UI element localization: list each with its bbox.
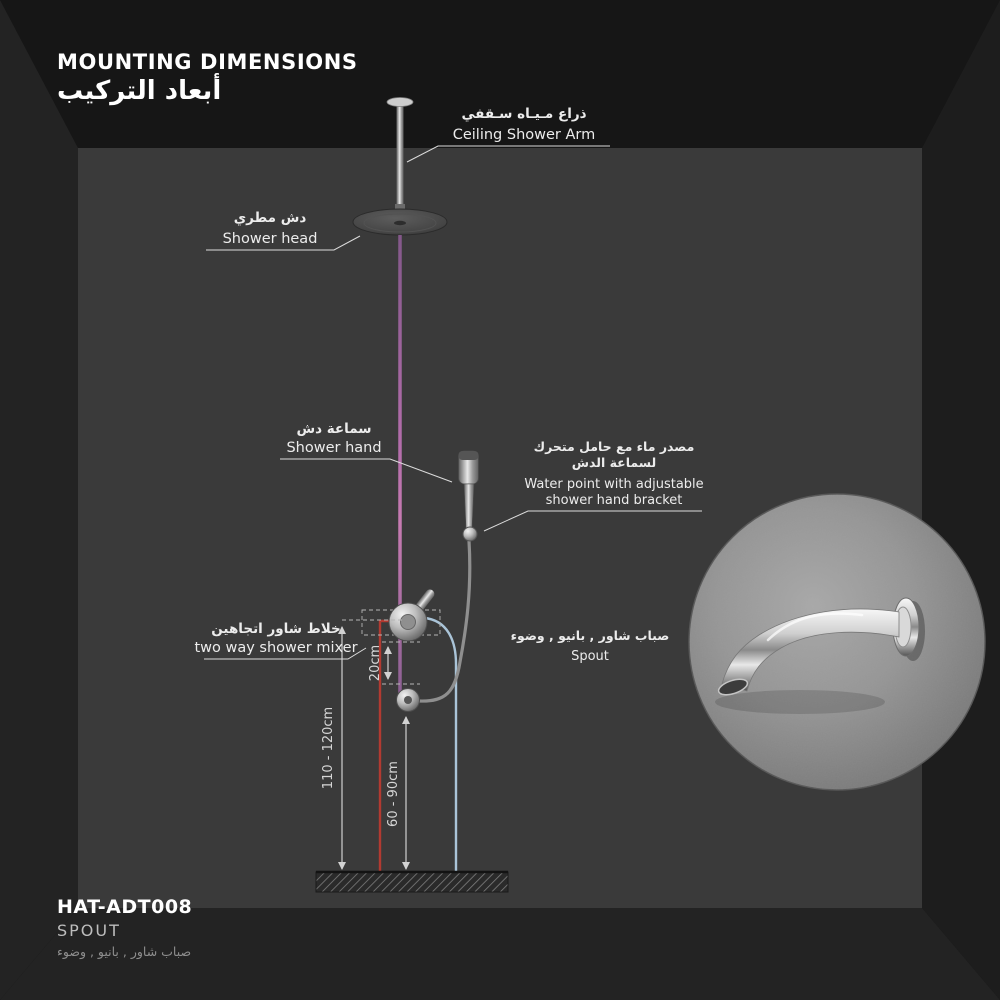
- model-code: HAT-ADT008: [57, 896, 193, 918]
- label-ceiling-shower-arm: ذراع مـيـاه سـقفي Ceiling Shower Arm: [406, 106, 610, 163]
- label-english-line2: shower hand bracket: [546, 493, 683, 508]
- dimension-spout-height-value: 60 - 90cm: [386, 761, 401, 827]
- label-mixer: خلاط شاور اتجاهين two way shower mixer: [194, 621, 367, 660]
- label-arabic: خلاط شاور اتجاهين: [211, 621, 340, 637]
- leader-line: [204, 647, 367, 660]
- dimension-extension-line: [382, 641, 420, 685]
- dimension-mixer-height: 110 - 120cm: [321, 619, 404, 870]
- leader-line: [280, 458, 453, 483]
- ceiling-shower-arm: [386, 97, 414, 209]
- footer: HAT-ADT008 SPOUT صباب شاور , بانيو , وضو…: [57, 896, 192, 959]
- spout-tube: [721, 608, 900, 692]
- label-shower-hand: سماعة دش Shower hand: [280, 421, 453, 483]
- shower-head: [352, 204, 448, 236]
- product-name: SPOUT: [57, 921, 121, 940]
- spout-illustration: [715, 597, 925, 714]
- leader-line: [206, 235, 361, 251]
- spout-highlight: [766, 612, 864, 642]
- dimension-mixer-height-value: 110 - 120cm: [321, 707, 336, 789]
- header: MOUNTING DIMENSIONS أبعاد التركيب: [57, 50, 358, 106]
- product-name-arabic: صباب شاور , بانيو , وضوء: [57, 944, 192, 959]
- hand-shower: [458, 450, 479, 542]
- detail-circle-texture: [689, 494, 985, 790]
- page-title-arabic: أبعاد التركيب: [57, 76, 222, 106]
- hand-shower-cap: [458, 451, 479, 460]
- label-spout: صباب شاور , بانيو , وضوء Spout: [511, 628, 670, 664]
- dimension-spout-height: 60 - 90cm: [386, 716, 410, 870]
- label-water-point: مصدر ماء مع حامل متحرك لسماعة الدش Water…: [483, 439, 704, 532]
- label-arabic: دش مطري: [234, 210, 307, 226]
- label-arabic-line1: مصدر ماء مع حامل متحرك: [534, 439, 695, 454]
- ceiling-flange: [386, 97, 414, 107]
- spout-detail: [688, 493, 986, 791]
- shower-head-hub: [394, 220, 406, 226]
- spout-shadow: [715, 690, 885, 714]
- label-english: Shower head: [223, 231, 318, 247]
- page-title: MOUNTING DIMENSIONS: [57, 50, 358, 74]
- ceiling-arm-pipe: [396, 103, 404, 209]
- dimension-mixer-to-spout: 20cm: [368, 641, 420, 685]
- label-english: Spout: [571, 649, 609, 664]
- spout-outlet: [717, 678, 749, 696]
- label-arabic: ذراع مـيـاه سـقفي: [461, 106, 586, 122]
- water-point-cap: [404, 696, 412, 704]
- label-english: two way shower mixer: [194, 640, 357, 656]
- water-point-valve: [396, 688, 420, 712]
- label-shower-head: دش مطري Shower head: [206, 210, 361, 251]
- shower-hose: [418, 540, 472, 703]
- label-english: Ceiling Shower Arm: [453, 127, 596, 143]
- label-arabic: صباب شاور , بانيو , وضوء: [511, 628, 670, 643]
- label-english: Shower hand: [286, 440, 381, 456]
- floor-hatch: [315, 871, 509, 893]
- cold-water-line: [423, 616, 458, 872]
- label-english-line1: Water point with adjustable: [524, 477, 703, 492]
- hand-shower-bracket: [462, 526, 478, 542]
- shower-head-spray-ring: [363, 213, 437, 233]
- dimension-mixer-to-spout-value: 20cm: [368, 645, 383, 681]
- floor: [315, 870, 509, 893]
- leader-line: [483, 510, 702, 532]
- label-arabic-line2: لسماعة الدش: [572, 455, 656, 470]
- leader-line: [406, 145, 610, 163]
- label-arabic: سماعة دش: [296, 421, 371, 437]
- two-way-mixer: [361, 589, 441, 642]
- mixer-cap: [400, 614, 416, 630]
